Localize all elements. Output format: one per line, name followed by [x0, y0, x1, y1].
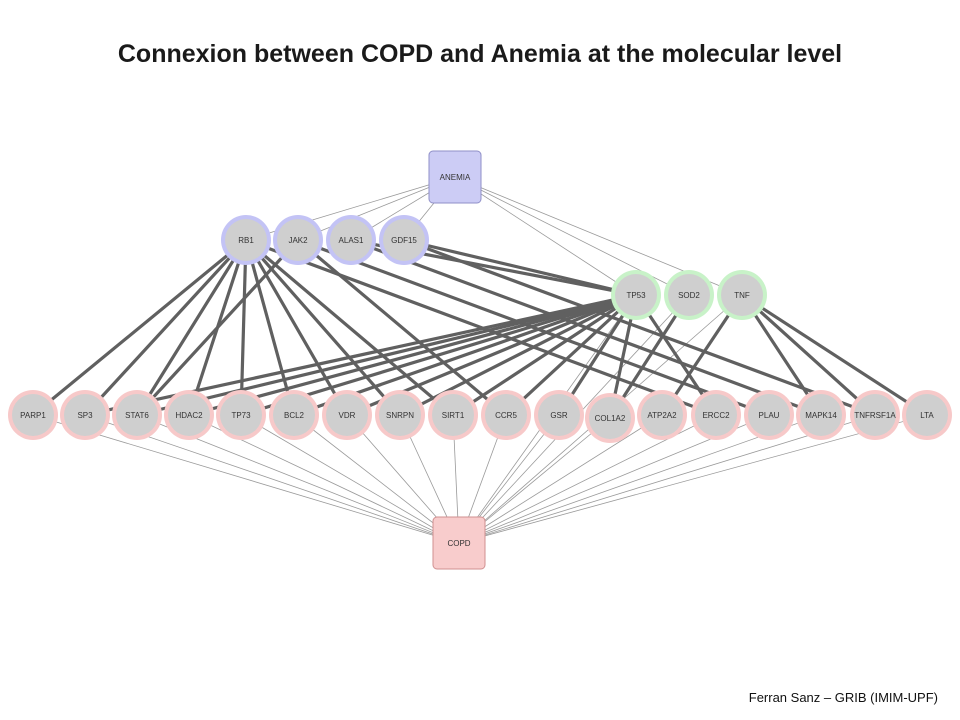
gene-node-label: GDF15 [391, 236, 417, 245]
gene-node-tnfrsf1a[interactable]: TNFRSF1A [850, 390, 900, 440]
gene-node-label: STAT6 [125, 411, 149, 420]
gene-node-tnf[interactable]: TNF [717, 270, 767, 320]
gene-node-label: SNRPN [386, 411, 414, 420]
edge-copd-parp1 [32, 414, 460, 544]
edge-copd-lta [458, 414, 928, 544]
gene-node-parp1[interactable]: PARP1 [8, 390, 58, 440]
edge-anemia-tp53 [454, 176, 637, 296]
gene-node-label: ERCC2 [702, 411, 730, 420]
gene-node-label: JAK2 [288, 236, 308, 245]
gene-node-jak2[interactable]: JAK2 [273, 215, 323, 265]
thick-edges-layer [31, 238, 929, 420]
gene-node-label: PLAU [759, 411, 780, 420]
edge-tnf-tnfrsf1a [740, 293, 877, 417]
gene-node-col1a2[interactable]: COL1A2 [585, 393, 635, 443]
gene-node-atp2a2[interactable]: ATP2A2 [637, 390, 687, 440]
edge-rb1-tp73 [239, 238, 248, 417]
gene-node-alas1[interactable]: ALAS1 [326, 215, 376, 265]
gene-node-sp3[interactable]: SP3 [60, 390, 110, 440]
gene-node-gsr[interactable]: GSR [534, 390, 584, 440]
gene-node-label: CCR5 [495, 411, 517, 420]
gene-node-ercc2[interactable]: ERCC2 [691, 390, 741, 440]
gene-node-snrpn[interactable]: SNRPN [375, 390, 425, 440]
gene-node-sirt1[interactable]: SIRT1 [428, 390, 478, 440]
edge-tp53-stat6 [135, 293, 638, 417]
edge-copd-bcl2 [293, 414, 460, 544]
gene-node-ccr5[interactable]: CCR5 [481, 390, 531, 440]
edge-copd-atp2a2 [458, 414, 663, 544]
gene-node-hdac2[interactable]: HDAC2 [164, 390, 214, 440]
gene-node-label: RB1 [238, 236, 254, 245]
gene-node-gdf15[interactable]: GDF15 [379, 215, 429, 265]
gene-node-label: GSR [550, 411, 568, 420]
disease-node-label: ANEMIA [440, 173, 471, 182]
gene-node-stat6[interactable]: STAT6 [112, 390, 162, 440]
edge-rb1-sp3 [83, 238, 248, 417]
edge-copd-tnfrsf1a [458, 414, 876, 544]
gene-node-vdr[interactable]: VDR [322, 390, 372, 440]
edge-rb1-bcl2 [244, 238, 296, 417]
disease-node-label: COPD [447, 539, 470, 548]
gene-node-label: VDR [339, 411, 356, 420]
gene-node-tp53[interactable]: TP53 [611, 270, 661, 320]
gene-node-label: MAPK14 [805, 411, 837, 420]
gene-node-label: BCL2 [284, 411, 305, 420]
gene-node-label: TP73 [231, 411, 251, 420]
gene-node-plau[interactable]: PLAU [744, 390, 794, 440]
edge-rb1-vdr [244, 238, 349, 417]
gene-node-label: SOD2 [678, 291, 700, 300]
gene-node-label: COL1A2 [595, 414, 626, 423]
gene-node-label: LTA [920, 411, 934, 420]
gene-node-label: SP3 [77, 411, 93, 420]
credit-footer: Ferran Sanz – GRIB (IMIM-UPF) [748, 690, 938, 705]
gene-node-label: TNFRSF1A [854, 411, 896, 420]
edge-copd-tp73 [240, 414, 460, 544]
gene-node-label: ATP2A2 [647, 411, 677, 420]
edge-rb1-parp1 [31, 238, 248, 417]
gene-node-label: ALAS1 [339, 236, 364, 245]
edge-tnf-lta [740, 293, 929, 417]
edge-anemia-sod2 [454, 176, 690, 296]
edge-gdf15-tp53 [402, 238, 638, 297]
edge-jak2-ccr5 [296, 238, 508, 417]
gene-node-mapk14[interactable]: MAPK14 [796, 390, 846, 440]
edge-jak2-stat6 [135, 238, 300, 417]
edge-tp53-sirt1 [451, 293, 638, 417]
gene-node-label: HDAC2 [175, 411, 203, 420]
edge-tp53-ccr5 [504, 293, 638, 417]
edge-rb1-stat6 [135, 238, 248, 417]
gene-node-label: PARP1 [20, 411, 46, 420]
gene-node-label: SIRT1 [442, 411, 465, 420]
gene-node-tp73[interactable]: TP73 [216, 390, 266, 440]
gene-node-rb1[interactable]: RB1 [221, 215, 271, 265]
gene-node-sod2[interactable]: SOD2 [664, 270, 714, 320]
edge-tp53-hdac2 [187, 293, 638, 417]
gene-node-label: TNF [734, 291, 750, 300]
disease-node-copd[interactable]: COPD [432, 516, 486, 570]
disease-node-anemia[interactable]: ANEMIA [428, 150, 482, 204]
slide-title: Connexion between COPD and Anemia at the… [117, 40, 843, 68]
gene-node-lta[interactable]: LTA [902, 390, 952, 440]
gene-node-label: TP53 [626, 291, 646, 300]
gene-node-bcl2[interactable]: BCL2 [269, 390, 319, 440]
edge-gdf15-tnfrsf1a [402, 238, 877, 417]
